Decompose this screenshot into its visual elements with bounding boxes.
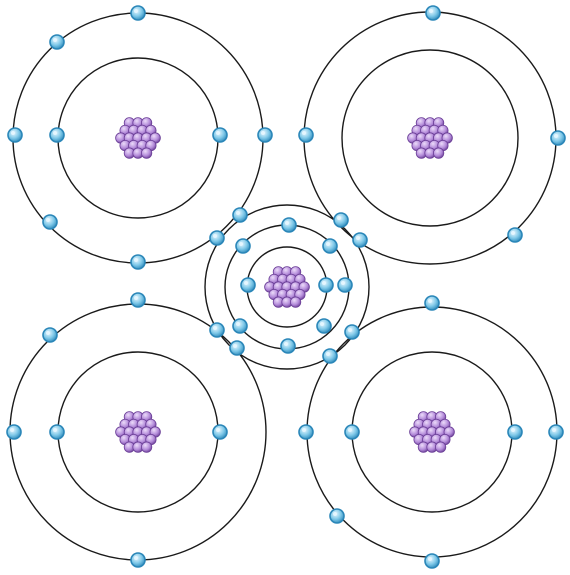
atom-top-left-nucleus — [116, 118, 161, 159]
electron — [319, 278, 333, 292]
electron — [43, 328, 57, 342]
electron — [508, 228, 522, 242]
electron — [282, 218, 296, 232]
electron — [233, 208, 247, 222]
nucleon — [290, 297, 300, 307]
electron — [323, 239, 337, 253]
electron — [210, 323, 224, 337]
atom-top-right-nucleus — [408, 118, 453, 159]
electron — [353, 233, 367, 247]
electron — [236, 239, 250, 253]
electron — [50, 128, 64, 142]
electron — [43, 215, 57, 229]
electron — [50, 35, 64, 49]
electron — [338, 278, 352, 292]
electron — [281, 339, 295, 353]
nucleon — [435, 442, 445, 452]
electron — [210, 231, 224, 245]
electron — [508, 425, 522, 439]
electron — [551, 131, 565, 145]
electron — [299, 425, 313, 439]
electron — [549, 425, 563, 439]
nucleon — [141, 148, 151, 158]
electron — [425, 554, 439, 568]
electron — [131, 293, 145, 307]
electron — [50, 425, 64, 439]
electron — [131, 6, 145, 20]
nucleon — [141, 442, 151, 452]
electron — [131, 553, 145, 567]
electron — [426, 6, 440, 20]
nuclei-layer — [116, 118, 455, 453]
electron — [241, 278, 255, 292]
atom-center-nucleus — [265, 267, 310, 308]
electron — [299, 128, 313, 142]
electron — [330, 509, 344, 523]
electron — [345, 325, 359, 339]
atom-bottom-right-nucleus — [410, 412, 455, 453]
electron — [131, 255, 145, 269]
electron — [345, 425, 359, 439]
atom-bottom-left-nucleus — [116, 412, 161, 453]
electron — [323, 349, 337, 363]
electron — [7, 425, 21, 439]
nucleon — [433, 148, 443, 158]
electron — [317, 319, 331, 333]
electron — [334, 213, 348, 227]
electron — [8, 128, 22, 142]
electron — [230, 341, 244, 355]
electron — [233, 319, 247, 333]
electron — [425, 296, 439, 310]
electron — [213, 128, 227, 142]
electron — [213, 425, 227, 439]
electron — [258, 128, 272, 142]
